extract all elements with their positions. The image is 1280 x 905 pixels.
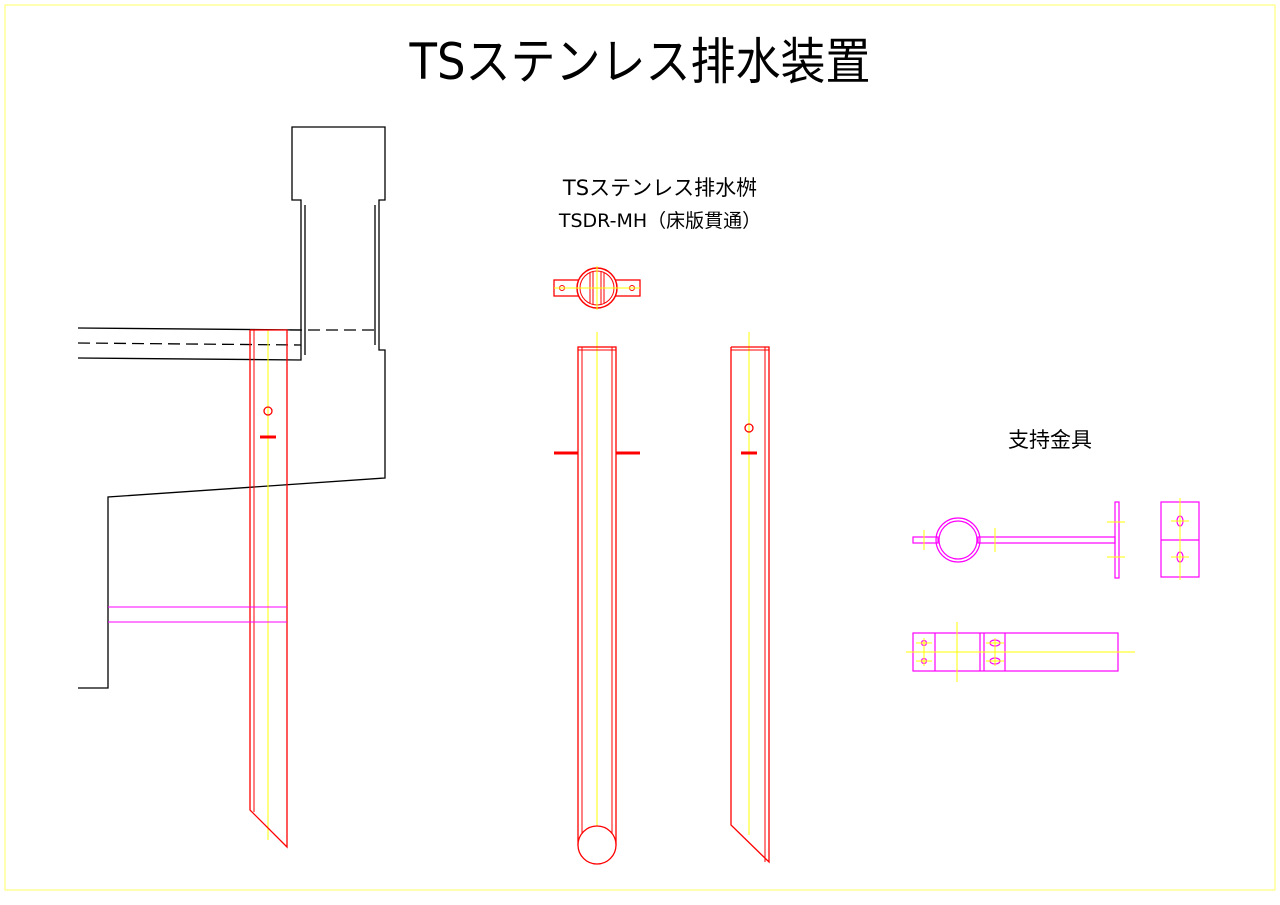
support-bracket	[906, 498, 1200, 682]
installed-drain-pipe	[108, 329, 288, 849]
product-model: TSDR-MH（床版貫通）	[558, 210, 762, 232]
support-label: 支持金具	[1008, 428, 1092, 452]
product-name: TSステンレス排水桝	[562, 176, 758, 200]
drain-side-view	[730, 332, 770, 864]
drain-top-view	[553, 266, 641, 310]
drain-front-view	[554, 332, 640, 865]
structure-section	[77, 126, 386, 689]
drawing-title: TSステンレス排水装置	[409, 33, 871, 91]
sheet-border	[4, 4, 1276, 891]
